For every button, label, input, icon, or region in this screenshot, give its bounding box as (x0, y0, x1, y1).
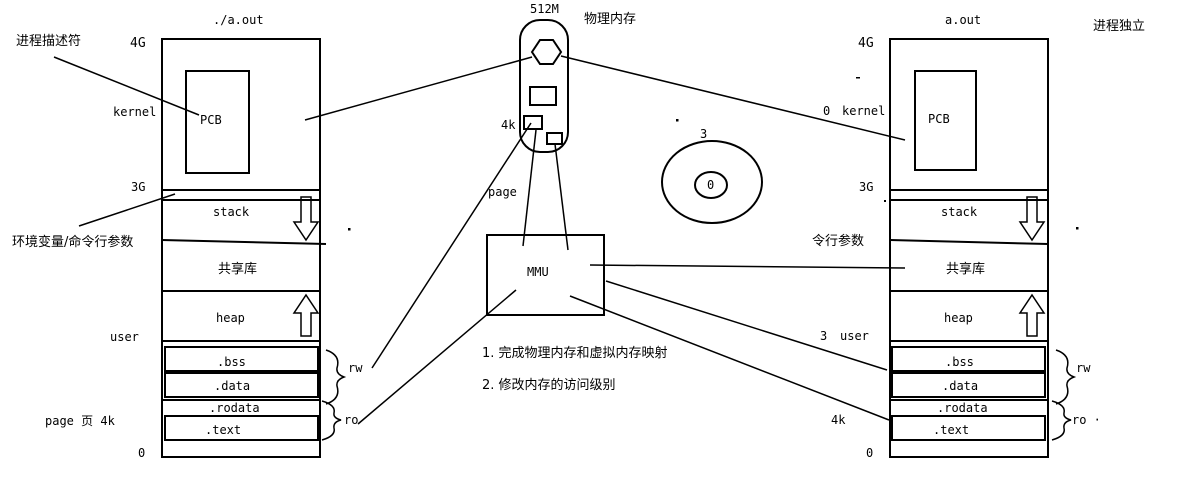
right-stack-arrow (1018, 196, 1046, 242)
right-seg-shared-lib: 共享库 (946, 261, 985, 277)
right-env-note: 令行参数 (812, 233, 864, 249)
left-seg-shared-lib: 共享库 (218, 261, 257, 277)
right-text-box (891, 415, 1046, 441)
memory-block-4k (523, 115, 543, 130)
left-rw-label: rw (348, 361, 363, 375)
left-data-box (164, 372, 319, 398)
kernel-hexagon (530, 39, 563, 65)
right-data-box (891, 372, 1046, 398)
left-user-label: user (110, 330, 139, 344)
right-seg-stack: stack (941, 205, 978, 219)
right-ro-label: ro · (1072, 413, 1101, 427)
left-seg-data: .data (214, 379, 250, 393)
right-4k-label: 4k (831, 413, 846, 427)
left-heap-arrow (292, 293, 320, 337)
left-mark-4g: 4G (130, 36, 146, 51)
right-seg-heap: heap (944, 311, 973, 325)
mmu-box (486, 234, 605, 316)
right-seg-text: .text (933, 423, 969, 437)
right-bss-box (891, 346, 1046, 372)
right-pcb-label: PCB (928, 112, 950, 126)
left-mark-3g: 3G (131, 180, 145, 194)
memory-size: 512M (530, 2, 559, 16)
right-heap-arrow (1018, 293, 1046, 337)
left-pcb-box (185, 70, 250, 174)
left-env-note: 环境变量/命令行参数 (12, 234, 133, 250)
right-seg-rodata: .rodata (937, 401, 988, 415)
left-seg-stack: stack (213, 205, 250, 219)
left-title: ./a.out (213, 13, 264, 27)
ring-inner-label: 0 (707, 178, 714, 192)
left-ro-label: ro (344, 413, 358, 427)
left-bss-box (164, 346, 319, 372)
memory-page: page (488, 185, 517, 199)
left-kernel-label: kernel (113, 105, 156, 119)
memory-block-small (546, 132, 563, 145)
mmu-note-1: 1. 完成物理内存和虚拟内存映射 (482, 345, 668, 361)
left-ro-brace (321, 400, 342, 441)
left-seg-bss: .bss (217, 355, 246, 369)
physical-memory-box (519, 19, 569, 153)
right-user-num: 3 (820, 329, 827, 343)
memory-label: 物理内存 (584, 11, 636, 27)
left-seg-rodata: .rodata (209, 401, 260, 415)
left-seg-heap: heap (216, 311, 245, 325)
left-pcb-label: PCB (200, 113, 222, 127)
right-address-space (889, 38, 1049, 458)
right-pcb-box (914, 70, 977, 171)
right-ro-brace (1051, 400, 1072, 441)
inner-ring (694, 171, 728, 199)
right-mark-0: 0 (866, 446, 873, 460)
left-text-box (164, 415, 319, 441)
right-kernel-zero: 0 (823, 104, 830, 118)
right-rw-brace (1055, 349, 1077, 405)
mmu-label: MMU (527, 265, 549, 279)
right-title: a.out (945, 13, 981, 27)
left-rw-brace (325, 349, 347, 405)
left-pcb-note: 进程描述符 (16, 33, 81, 49)
ring-outer-label: 3 (700, 127, 707, 141)
right-user-label: user (840, 329, 869, 343)
memory-4k: 4k (501, 118, 516, 132)
right-seg-data: .data (942, 379, 978, 393)
right-mark-3g: 3G (859, 180, 873, 194)
left-seg-text: .text (205, 423, 241, 437)
right-note: 进程独立 (1093, 19, 1145, 34)
left-address-space (161, 38, 321, 458)
left-stack-arrow (292, 196, 320, 242)
right-mark-4g: 4G (858, 36, 874, 51)
left-page-note: page 页 4k (45, 414, 116, 428)
outer-ring (661, 140, 763, 224)
memory-block-large (529, 86, 557, 106)
right-rw-label: rw (1076, 361, 1091, 375)
right-seg-bss: .bss (945, 355, 974, 369)
right-kernel-label: kernel (842, 104, 885, 118)
mmu-note-2: 2. 修改内存的访问级别 (482, 377, 616, 393)
left-mark-0: 0 (138, 446, 145, 460)
